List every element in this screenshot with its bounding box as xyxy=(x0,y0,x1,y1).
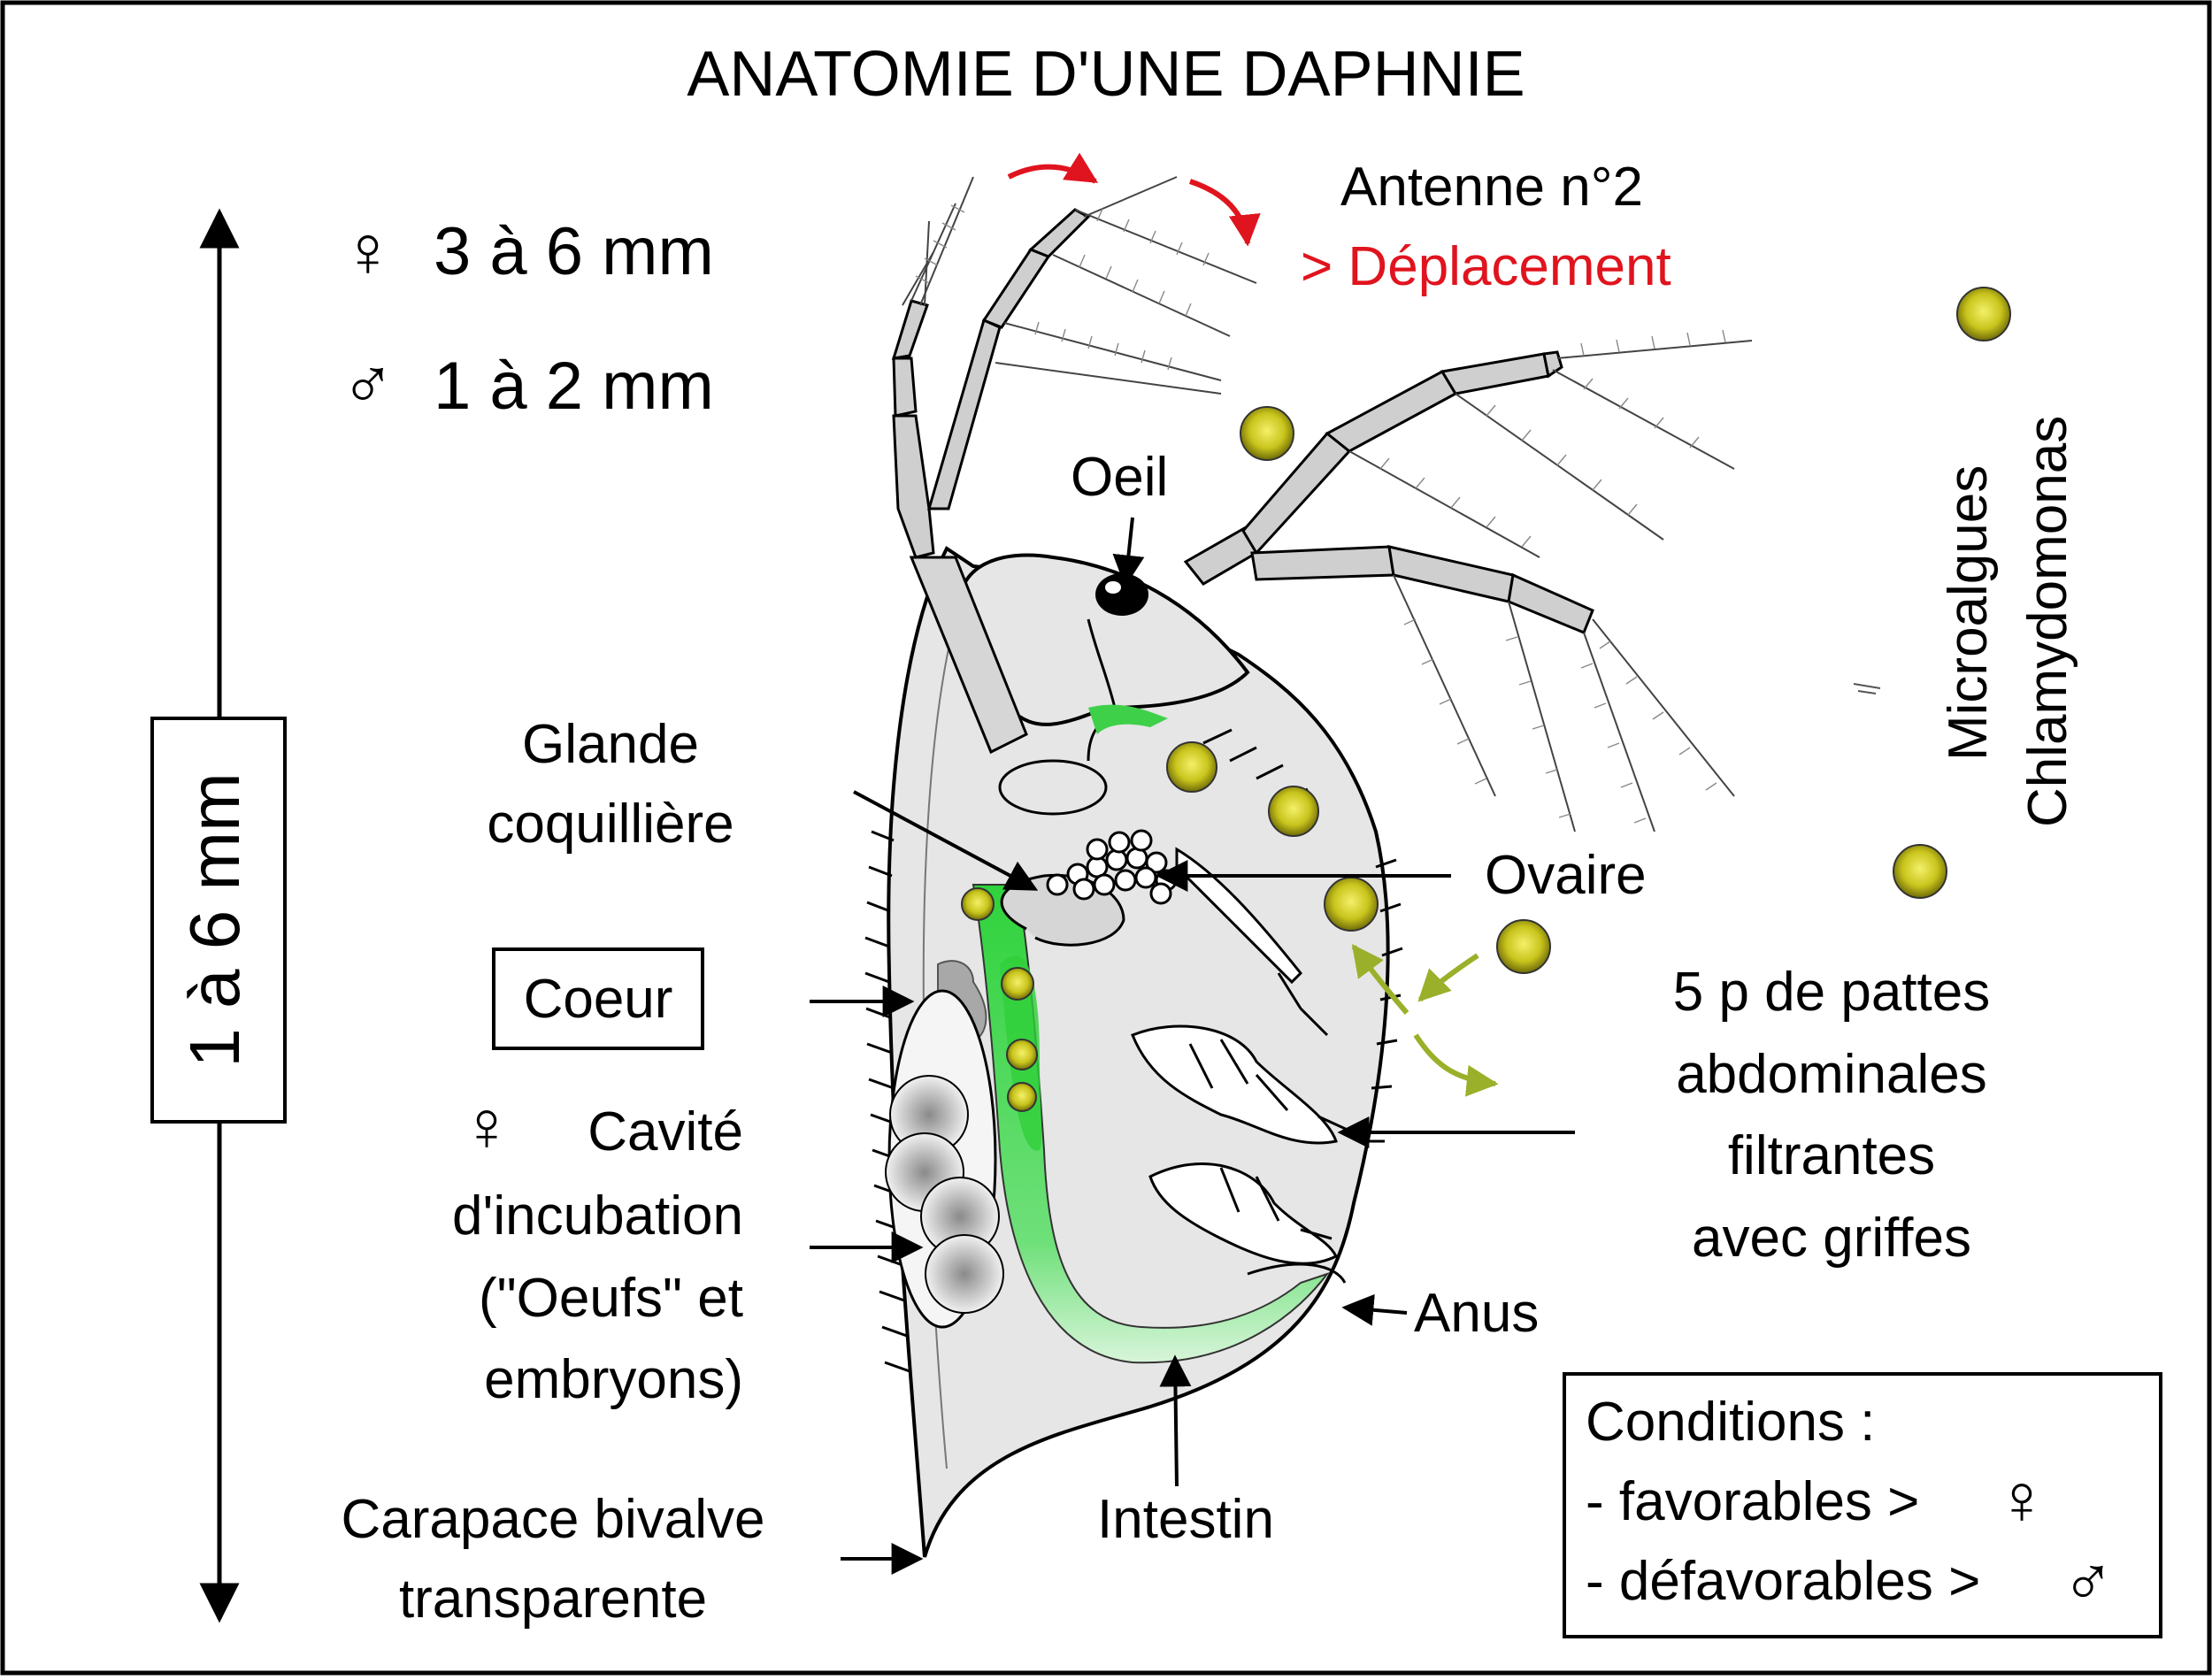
label-brood-2: d'incubation xyxy=(452,1185,743,1247)
antenna-left xyxy=(891,176,1257,559)
algae-cell-icon xyxy=(1007,1082,1037,1112)
male-symbol-icon: ♂ xyxy=(2062,1542,2115,1621)
leader-anus xyxy=(1341,1293,1408,1326)
algae-cell-icon xyxy=(1496,919,1551,974)
label-intestine: Intestin xyxy=(1097,1489,1274,1550)
heart-label-box xyxy=(492,947,704,1050)
female-size: 3 à 6 mm xyxy=(434,214,714,289)
label-carapace-1: Carapace bivalve xyxy=(341,1489,764,1550)
algae-cell-icon xyxy=(1324,877,1379,932)
size-female: ♀ 3 à 6 mm xyxy=(341,211,714,292)
egg xyxy=(925,1234,1004,1314)
head xyxy=(957,553,1250,726)
intestine xyxy=(972,884,1330,1364)
algae-cell-icon xyxy=(1166,741,1217,793)
eye-icon xyxy=(1095,573,1148,616)
label-legs-2: abdominales xyxy=(1676,1044,1987,1105)
label-legs-1: 5 p de pattes xyxy=(1673,962,1991,1023)
daphnia-body xyxy=(864,546,1403,1558)
female-symbol-icon: ♀ xyxy=(460,1086,513,1165)
label-carapace-2: transparente xyxy=(399,1569,707,1630)
label-ovary: Ovaire xyxy=(1485,845,1647,906)
antenna-right xyxy=(1183,329,1753,832)
scale-bar-label: 1 à 6 mm xyxy=(175,772,254,1067)
water-flow-out xyxy=(1413,1033,1499,1097)
detached-seta xyxy=(1853,683,1881,694)
conditions-favorable: - favorables > xyxy=(1586,1471,1919,1532)
label-anus: Anus xyxy=(1414,1283,1539,1344)
label-shell-gland-2: coquillière xyxy=(487,794,733,855)
female-symbol-icon: ♀ xyxy=(1995,1460,2048,1538)
scale-bar: 1 à 6 mm xyxy=(150,208,287,1623)
antenna-label: Antenne n°2 xyxy=(1340,157,1643,218)
algae-cell-icon xyxy=(1956,287,2011,341)
algae-cell-icon xyxy=(1240,406,1294,461)
conditions-heading: Conditions : xyxy=(1586,1392,1875,1453)
filter-legs xyxy=(1131,847,1339,1265)
label-brood-3: ("Oeufs" et xyxy=(479,1268,743,1329)
algae-label-1: Microalgues xyxy=(1938,465,1999,761)
leader-eye xyxy=(1112,517,1145,587)
label-heart: Coeur xyxy=(524,969,673,1030)
algae-label-2: Chlamydomonas xyxy=(2017,416,2078,827)
motion-arrow-2 xyxy=(1189,179,1261,247)
algae-cell-icon xyxy=(1001,967,1034,1001)
water-flow-in xyxy=(1351,944,1409,1015)
female-symbol-icon: ♀ xyxy=(341,211,396,292)
label-legs-3: filtrantes xyxy=(1728,1125,1935,1186)
label-brood-1: Cavité xyxy=(588,1101,743,1162)
algae-cells xyxy=(961,287,2011,1112)
algae-cell-icon xyxy=(1268,786,1319,837)
antenna-function: > Déplacement xyxy=(1301,236,1671,297)
male-symbol-icon: ♂ xyxy=(341,344,396,425)
label-shell-gland-1: Glande xyxy=(522,714,699,775)
label-legs-4: avec griffes xyxy=(1692,1208,1971,1269)
algae-cell-icon xyxy=(1893,844,1947,899)
leader-intestine xyxy=(1159,1354,1192,1487)
algae-cell-icon xyxy=(1006,1039,1038,1070)
label-brood-4: embryons) xyxy=(484,1349,743,1410)
conditions-box: Conditions : - favorables > ♀ - défavora… xyxy=(1563,1372,2162,1638)
carapace-spines xyxy=(864,830,1403,1373)
label-eye: Oeil xyxy=(1071,447,1168,508)
title: ANATOMIE D'UNE DAPHNIE xyxy=(687,39,1525,110)
algae-cell-icon xyxy=(961,887,995,921)
conditions-unfavorable: - défavorables > xyxy=(1586,1551,1980,1612)
size-male: ♂ 1 à 2 mm xyxy=(341,344,714,425)
male-size: 1 à 2 mm xyxy=(434,349,714,424)
leader-shell-gland xyxy=(853,790,1039,891)
motion-arrow-1 xyxy=(1007,152,1099,184)
water-flow-in-2 xyxy=(1417,953,1479,1002)
